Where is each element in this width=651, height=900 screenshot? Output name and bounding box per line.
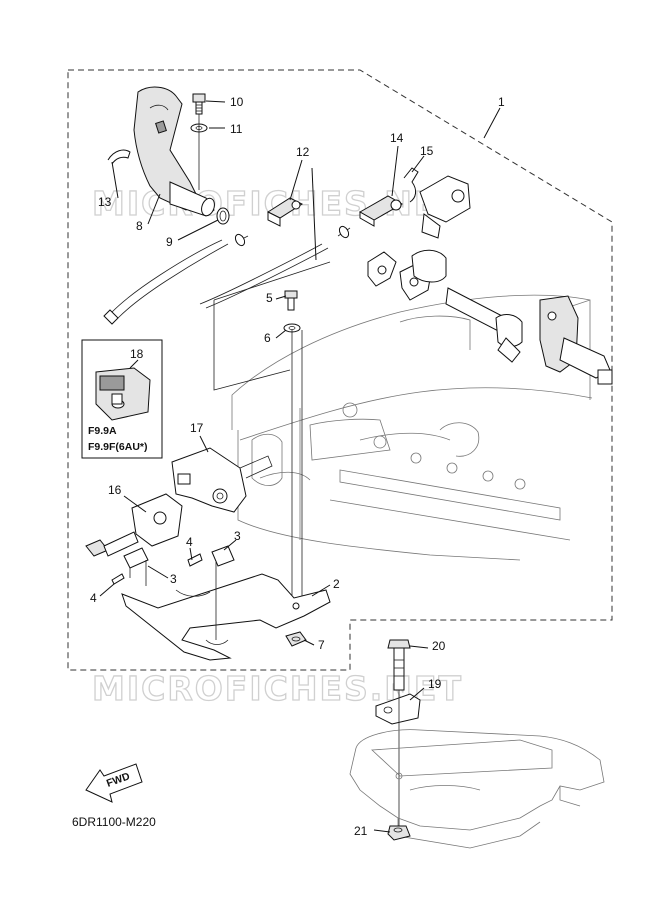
callout-13: 13 (98, 195, 112, 209)
callout-2: 2 (333, 577, 340, 591)
bolt-10[interactable] (192, 93, 206, 115)
model-variant-box: F9.9A F9.9F(6AU*) (81, 339, 163, 459)
bracket-2[interactable] (121, 573, 331, 661)
callout-3-upper: 3 (234, 529, 241, 543)
callout-20: 20 (432, 639, 446, 653)
callout-16: 16 (108, 483, 122, 497)
assembly-boundary (67, 69, 613, 671)
o-ring-9[interactable] (216, 207, 230, 225)
flange-bolt[interactable] (85, 531, 139, 557)
pin-4-left[interactable] (111, 573, 125, 585)
callout-9: 9 (166, 235, 173, 249)
shift-cables (103, 225, 351, 325)
callout-6: 6 (264, 331, 271, 345)
callout-4-upper: 4 (186, 535, 193, 549)
nut-7[interactable] (285, 631, 307, 647)
callout-19: 19 (428, 677, 442, 691)
nut-21[interactable] (387, 825, 411, 841)
fwd-arrow-icon: FWD (85, 763, 143, 803)
diagram-code: 6DR1100-M220 (72, 815, 156, 829)
callout-10: 10 (230, 95, 244, 109)
callout-5: 5 (266, 291, 273, 305)
callout-4-lower: 4 (90, 591, 97, 605)
leader-lines (99, 100, 501, 833)
cable-joint-14[interactable] (358, 195, 404, 227)
callout-3-lower: 3 (170, 572, 177, 586)
clip-pin[interactable] (107, 149, 131, 165)
lower-mount-ghost (349, 729, 605, 849)
shift-rod-assembly (367, 175, 613, 385)
bottom-cowling-outline (231, 294, 593, 561)
clip-15[interactable] (403, 167, 419, 203)
callouts: 1 2 3 3 4 4 5 6 7 8 9 10 11 12 13 14 15 … (90, 95, 505, 838)
clip-3-right[interactable] (211, 545, 235, 567)
plate-16[interactable] (131, 493, 183, 547)
callout-7: 7 (318, 638, 325, 652)
clip-3-left[interactable] (123, 547, 149, 578)
callout-12: 12 (296, 145, 310, 159)
callout-1: 1 (498, 95, 505, 109)
bracket-19[interactable] (375, 693, 421, 725)
callout-18: 18 (130, 347, 144, 361)
shift-lever[interactable] (133, 86, 217, 217)
model-note-line-1: F9.9A (88, 425, 117, 437)
model-note-line-2: F9.9F(6AU*) (88, 441, 148, 453)
callout-21: 21 (354, 824, 368, 838)
bolt-5[interactable] (284, 290, 298, 311)
bracket-17[interactable] (171, 447, 273, 513)
callout-11: 11 (230, 122, 243, 136)
callout-14: 14 (390, 131, 404, 145)
callout-15: 15 (420, 144, 434, 158)
callout-8: 8 (136, 219, 143, 233)
pin-4-right[interactable] (187, 553, 203, 567)
callout-17: 17 (190, 421, 204, 435)
cable-joint-12[interactable] (266, 197, 304, 227)
